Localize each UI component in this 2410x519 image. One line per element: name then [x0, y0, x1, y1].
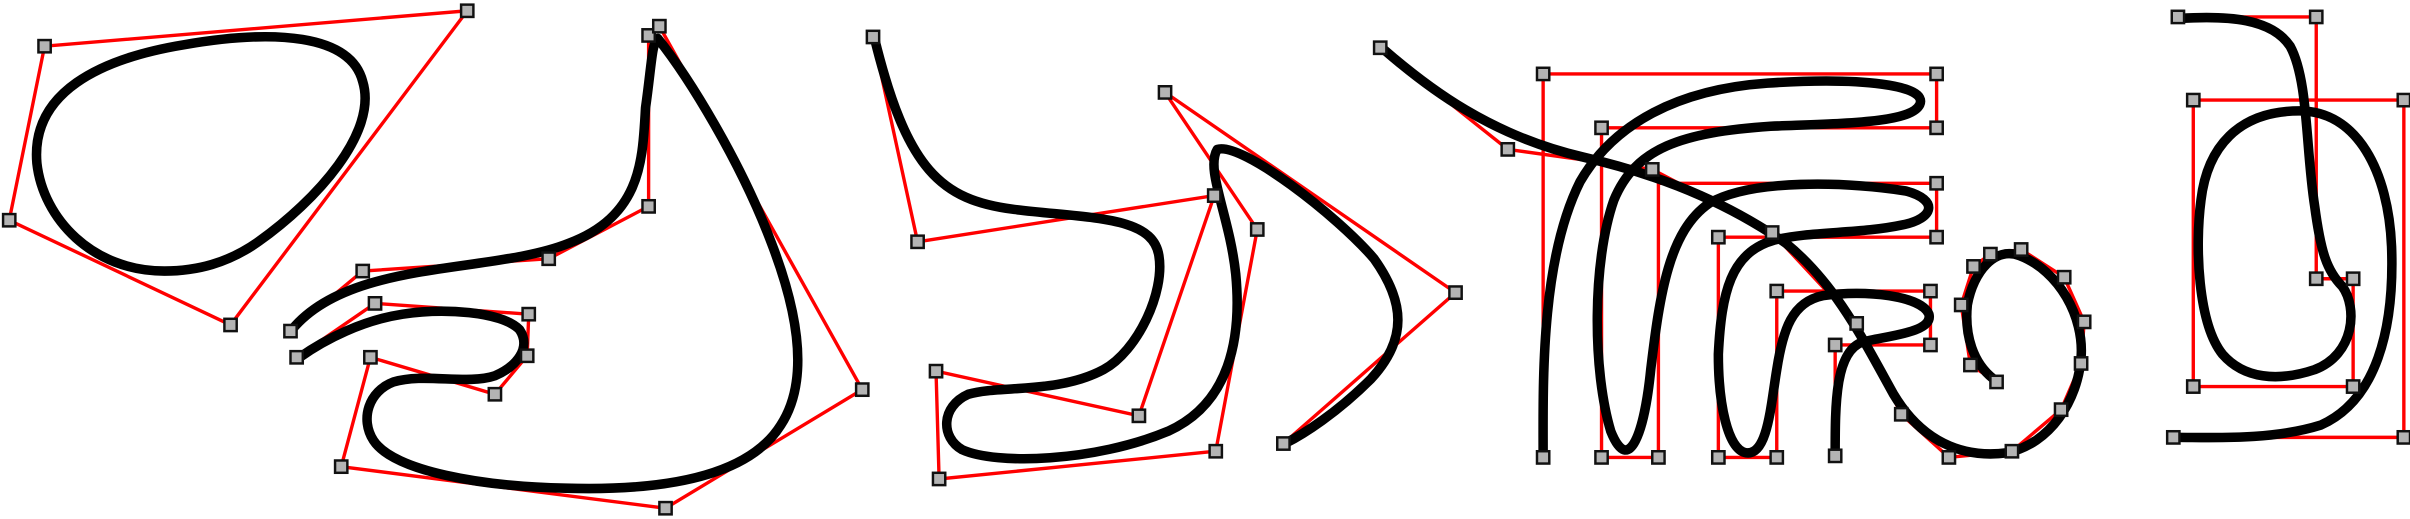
- control-point[interactable]: [2004, 443, 2020, 459]
- figure-double-loop: [2165, 9, 2410, 445]
- control-point[interactable]: [2396, 429, 2410, 445]
- control-point[interactable]: [658, 500, 673, 516]
- control-point[interactable]: [651, 18, 667, 34]
- control-point[interactable]: [1966, 259, 1981, 274]
- control-point[interactable]: [519, 348, 535, 364]
- control-point[interactable]: [355, 263, 371, 279]
- bezier-curve: [869, 33, 1403, 464]
- bezier-curve: [1376, 42, 2087, 459]
- control-point[interactable]: [1644, 162, 1660, 177]
- control-point[interactable]: [2185, 92, 2201, 108]
- control-point[interactable]: [541, 251, 557, 267]
- control-point[interactable]: [854, 382, 870, 398]
- control-point[interactable]: [865, 29, 881, 45]
- control-point[interactable]: [1923, 283, 1938, 299]
- control-point[interactable]: [1929, 66, 1944, 82]
- control-point[interactable]: [2073, 356, 2089, 371]
- control-point[interactable]: [641, 198, 656, 214]
- control-point[interactable]: [1710, 229, 1726, 245]
- control-polygon: [1541, 72, 1939, 460]
- control-point[interactable]: [1849, 316, 1865, 331]
- control-point[interactable]: [2308, 9, 2324, 25]
- control-point[interactable]: [1372, 40, 1388, 56]
- control-point[interactable]: [1594, 120, 1609, 136]
- control-point[interactable]: [2056, 269, 2072, 285]
- control-point[interactable]: [1963, 357, 1978, 373]
- control-point[interactable]: [1929, 229, 1944, 245]
- control-point[interactable]: [2053, 402, 2069, 418]
- control-points: [2165, 9, 2410, 445]
- control-point[interactable]: [1131, 408, 1147, 424]
- control-point[interactable]: [1594, 450, 1609, 465]
- bezier-curve: [2171, 12, 2397, 443]
- control-point[interactable]: [2170, 9, 2186, 25]
- control-polygon: [1379, 46, 2086, 460]
- figure-nested-serpentine: [1372, 40, 2092, 465]
- control-points: [283, 18, 870, 516]
- control-point[interactable]: [2396, 92, 2410, 108]
- control-point[interactable]: [333, 459, 349, 475]
- control-polygon: [2173, 15, 2406, 440]
- control-point[interactable]: [363, 349, 378, 365]
- control-point[interactable]: [487, 386, 503, 402]
- control-point[interactable]: [1500, 141, 1516, 157]
- control-point[interactable]: [2308, 271, 2324, 287]
- control-point[interactable]: [2345, 271, 2361, 287]
- control-point[interactable]: [283, 323, 298, 339]
- control-points: [1, 3, 475, 333]
- bezier-curve: [287, 33, 803, 494]
- control-point[interactable]: [641, 28, 656, 43]
- control-points: [865, 29, 1463, 487]
- control-point[interactable]: [1206, 188, 1222, 203]
- control-point[interactable]: [1710, 450, 1726, 465]
- control-point[interactable]: [1929, 120, 1944, 136]
- control-point[interactable]: [1941, 450, 1957, 465]
- control-point[interactable]: [367, 295, 383, 311]
- control-point[interactable]: [2165, 429, 2181, 445]
- control-point[interactable]: [1929, 175, 1944, 191]
- control-point[interactable]: [1989, 374, 2004, 390]
- control-point[interactable]: [1448, 285, 1463, 301]
- control-point[interactable]: [1651, 450, 1666, 465]
- control-point[interactable]: [1157, 85, 1173, 100]
- control-point[interactable]: [1827, 448, 1843, 464]
- figure-s-wave: [865, 29, 1463, 487]
- bezier-curve: [1538, 76, 1934, 463]
- control-point[interactable]: [1827, 337, 1843, 353]
- control-point[interactable]: [289, 349, 305, 365]
- control-point[interactable]: [2185, 379, 2201, 394]
- control-point[interactable]: [1769, 283, 1785, 299]
- control-point[interactable]: [1953, 297, 1969, 313]
- control-point[interactable]: [910, 234, 925, 250]
- control-point[interactable]: [37, 38, 52, 54]
- control-point[interactable]: [1249, 222, 1265, 237]
- control-point[interactable]: [928, 363, 944, 379]
- control-point[interactable]: [521, 306, 537, 322]
- control-point[interactable]: [459, 3, 475, 19]
- control-point[interactable]: [2345, 379, 2361, 394]
- control-point[interactable]: [1893, 406, 1909, 422]
- control-point[interactable]: [1208, 443, 1224, 459]
- control-points: [1372, 40, 2092, 465]
- control-point[interactable]: [1276, 436, 1291, 451]
- figure-closed-loop: [1, 3, 475, 333]
- bezier-curve: [31, 32, 370, 276]
- control-point[interactable]: [1983, 246, 1998, 262]
- control-point[interactable]: [1, 212, 17, 228]
- figure-self-intersecting-loop: [283, 18, 870, 516]
- control-point[interactable]: [2076, 314, 2092, 330]
- control-point[interactable]: [2013, 242, 2029, 257]
- control-point[interactable]: [1769, 450, 1785, 465]
- control-point[interactable]: [223, 317, 238, 333]
- control-point[interactable]: [1535, 66, 1551, 82]
- control-point[interactable]: [931, 471, 947, 487]
- control-point[interactable]: [1923, 337, 1938, 353]
- control-point[interactable]: [1764, 225, 1780, 240]
- control-point[interactable]: [1535, 450, 1551, 465]
